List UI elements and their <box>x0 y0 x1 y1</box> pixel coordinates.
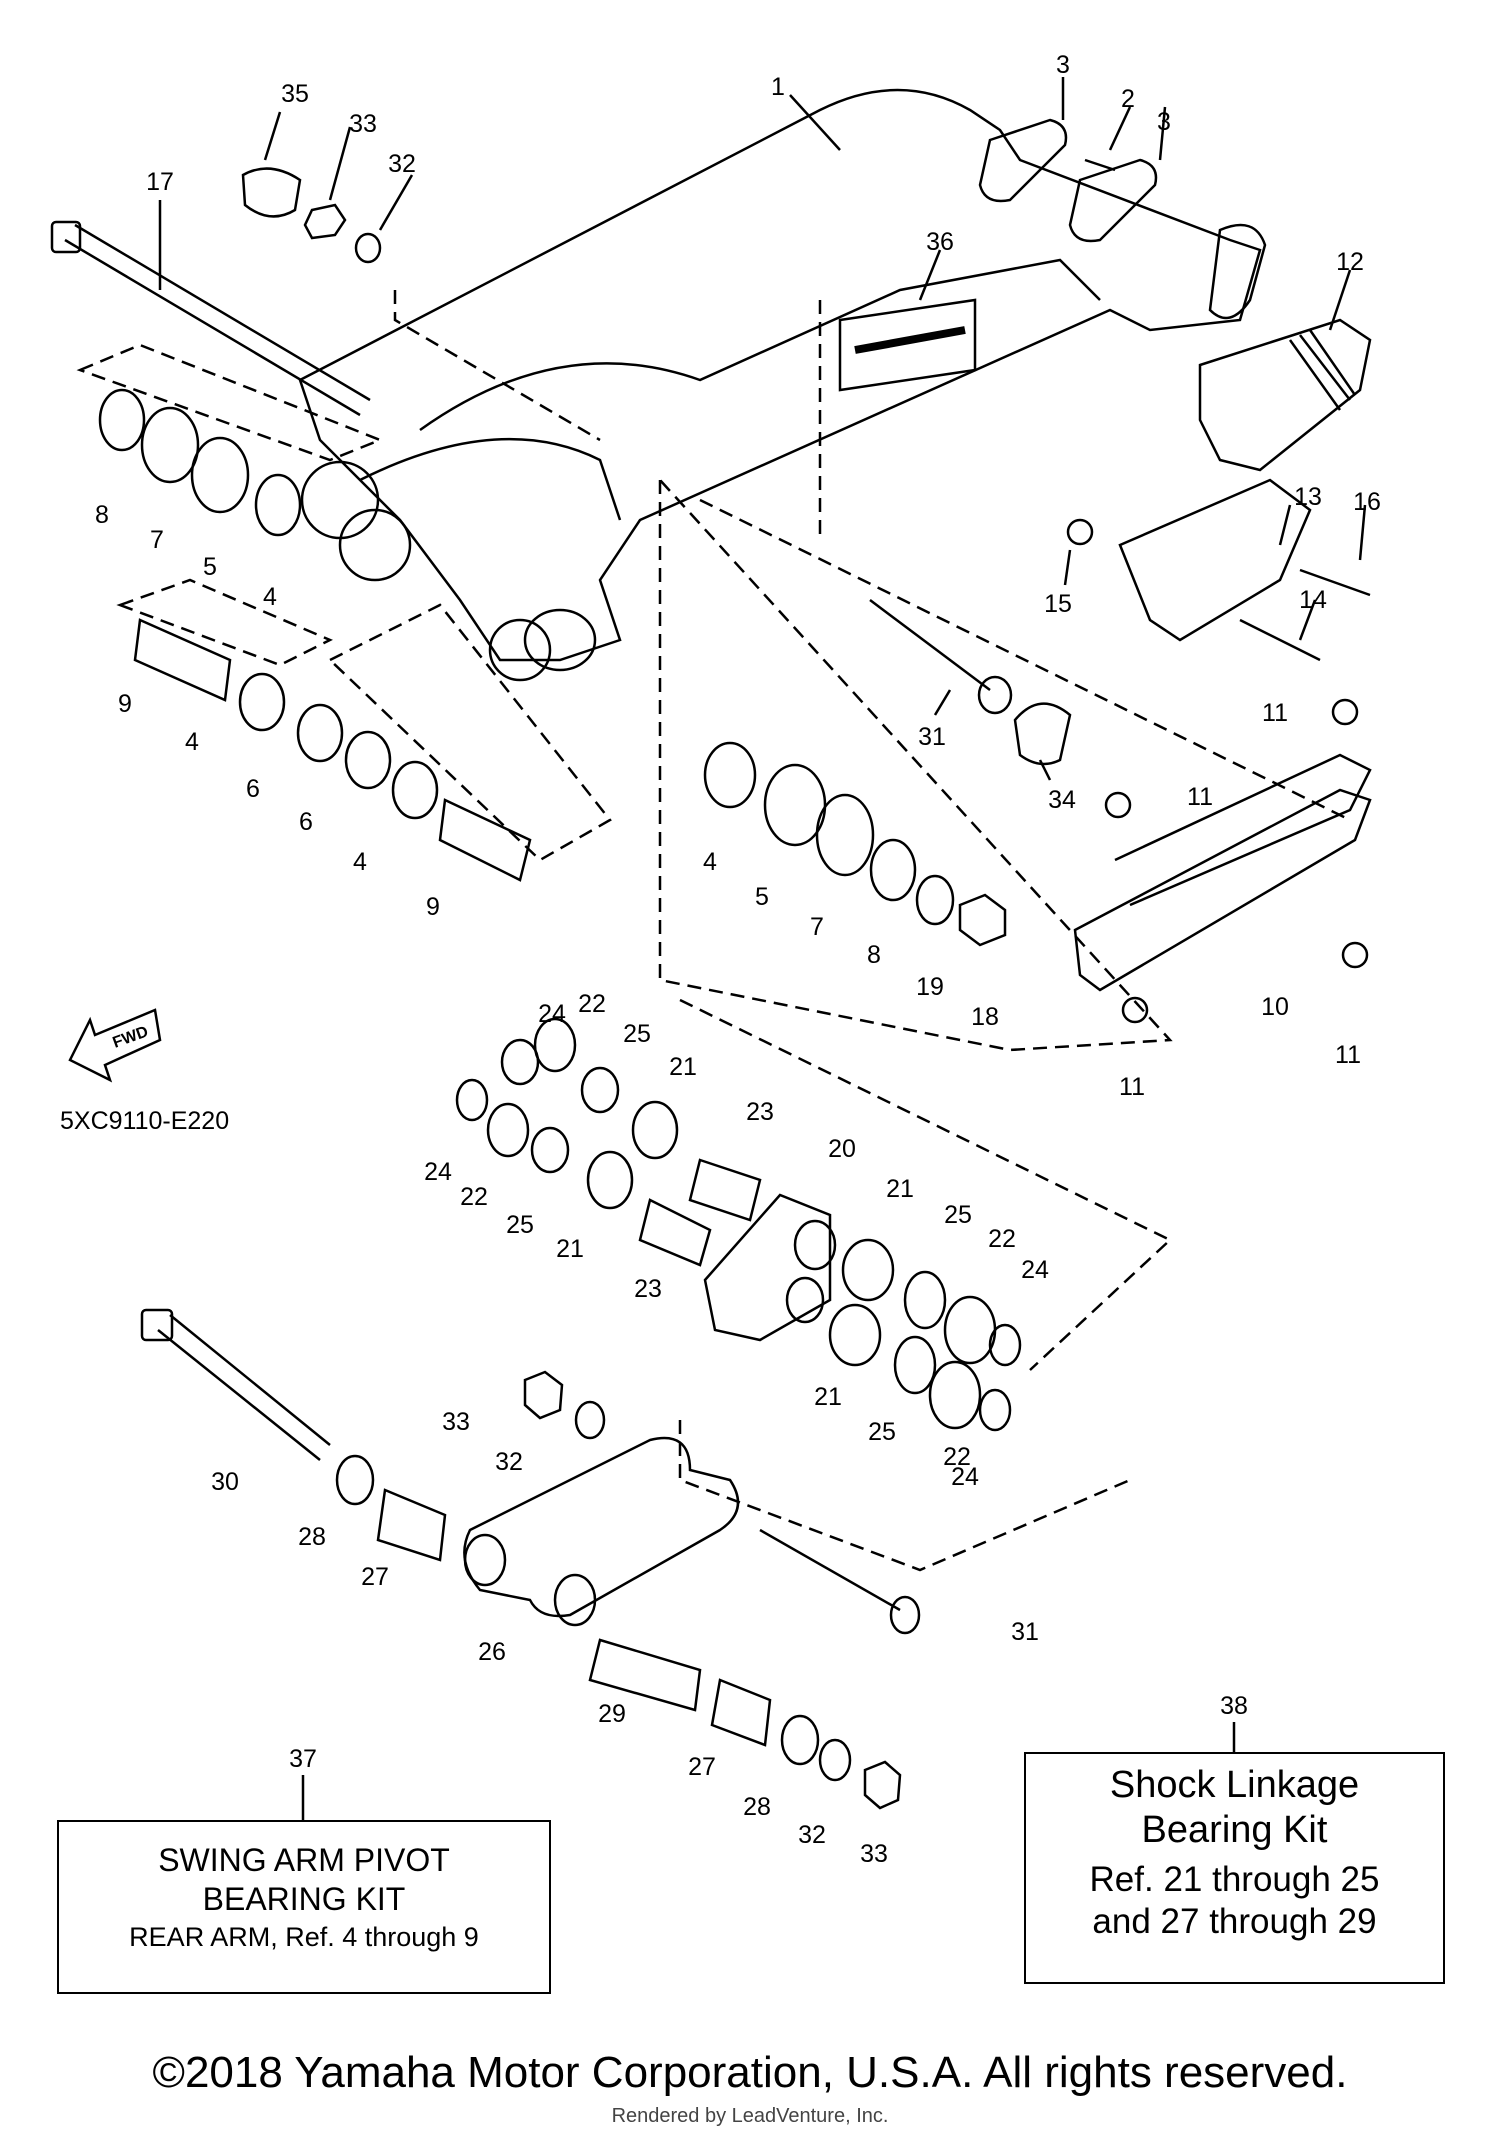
callout: 33 <box>349 110 377 138</box>
callout: 24 <box>538 1000 566 1028</box>
callout: 3 <box>1056 51 1070 79</box>
kit-37-ref: 37 <box>289 1745 317 1773</box>
kit-37-line1: SWING ARM PIVOT <box>158 1842 450 1878</box>
callout: 27 <box>361 1563 389 1591</box>
swing-arm <box>298 88 1262 662</box>
callout: 24 <box>1021 1256 1049 1284</box>
callout: 19 <box>916 973 944 1001</box>
callout: 2 <box>1121 85 1135 113</box>
callout: 24 <box>424 1158 452 1186</box>
kit-38-ref: 38 <box>1220 1692 1248 1720</box>
callout: 6 <box>246 775 260 803</box>
kit-38-line4: and 27 through 29 <box>1092 1902 1377 1941</box>
fwd-arrow-icon <box>68 1008 162 1083</box>
callout: 18 <box>971 1003 999 1031</box>
callout: 22 <box>578 990 606 1018</box>
callout: 33 <box>860 1840 888 1868</box>
callout: 31 <box>1011 1618 1039 1646</box>
callout: 3 <box>1157 108 1171 136</box>
copyright-notice: ©2018 Yamaha Motor Corporation, U.S.A. A… <box>152 2048 1348 2097</box>
callout: 35 <box>281 80 309 108</box>
callout: 34 <box>1048 786 1076 814</box>
callout-numbers: 1 2 3 3 4 4 4 4 5 5 6 6 7 7 8 8 9 9 10 1… <box>95 51 1381 1868</box>
callout: 12 <box>1336 248 1364 276</box>
diagram-code: 5XC9110-E220 <box>60 1107 230 1135</box>
kit-37-line2: BEARING KIT <box>202 1881 406 1917</box>
callout: 5 <box>755 883 769 911</box>
kit-38-line1: Shock Linkage <box>1109 1764 1360 1806</box>
callout: 21 <box>556 1235 584 1263</box>
callout: 8 <box>95 501 109 529</box>
callout: 31 <box>918 723 946 751</box>
callout: 30 <box>211 1468 239 1496</box>
swing-arm-pivot-bearing-kit-box: SWING ARM PIVOT BEARING KIT REAR ARM, Re… <box>57 1820 551 1994</box>
callout: 25 <box>868 1418 896 1446</box>
callout: 25 <box>506 1211 534 1239</box>
callout: 9 <box>118 690 132 718</box>
callout: 25 <box>623 1020 651 1048</box>
callout: 36 <box>926 228 954 256</box>
callout: 32 <box>388 150 416 178</box>
callout: 17 <box>146 168 174 196</box>
callout: 11 <box>1335 1041 1361 1069</box>
callout: 22 <box>460 1183 488 1211</box>
callout: 22 <box>988 1225 1016 1253</box>
callout: 13 <box>1294 483 1322 511</box>
callout: 21 <box>669 1053 697 1081</box>
callout: 4 <box>185 728 199 756</box>
callout: 26 <box>478 1638 506 1666</box>
callout: 7 <box>150 526 164 554</box>
callout: 21 <box>814 1383 842 1411</box>
callout: 23 <box>746 1098 774 1126</box>
callout: 28 <box>743 1793 771 1821</box>
rendered-by-notice: Rendered by LeadVenture, Inc. <box>611 2105 889 2127</box>
callout: 6 <box>299 808 313 836</box>
callout: 4 <box>263 583 277 611</box>
callout: 11 <box>1187 783 1213 811</box>
callout: 1 <box>771 73 785 101</box>
callout: 11 <box>1262 699 1288 727</box>
callout: 32 <box>495 1448 523 1476</box>
kit-38-line3: Ref. 21 through 25 <box>1089 1860 1380 1899</box>
callout: 15 <box>1044 590 1072 618</box>
callout: 10 <box>1261 993 1289 1021</box>
callout: 5 <box>203 553 217 581</box>
callout: 28 <box>298 1523 326 1551</box>
callout: 32 <box>798 1821 826 1849</box>
callout: 4 <box>353 848 367 876</box>
callout: 7 <box>810 913 824 941</box>
kit-37-line3: REAR ARM, Ref. 4 through 9 <box>129 1922 479 1952</box>
callout: 27 <box>688 1753 716 1781</box>
kit-38-leader <box>1232 1722 1236 1754</box>
callout: 21 <box>886 1175 914 1203</box>
callout: 20 <box>828 1135 856 1163</box>
callout: 23 <box>634 1275 662 1303</box>
callout: 24 <box>951 1463 979 1491</box>
callout: 8 <box>867 941 881 969</box>
kit-37-leader <box>301 1775 305 1821</box>
callout: 33 <box>442 1408 470 1436</box>
callout: 29 <box>598 1700 626 1728</box>
callout: 11 <box>1119 1073 1145 1101</box>
kit-38-line2: Bearing Kit <box>1141 1809 1328 1851</box>
callout: 22 <box>943 1443 971 1471</box>
shock-linkage-bearing-kit-box: Shock Linkage Bearing Kit Ref. 21 throug… <box>1024 1752 1445 1984</box>
callout: 16 <box>1353 488 1381 516</box>
callout: 25 <box>944 1201 972 1229</box>
callout: 14 <box>1299 586 1327 614</box>
callout: 4 <box>703 848 717 876</box>
callout: 9 <box>426 893 440 921</box>
